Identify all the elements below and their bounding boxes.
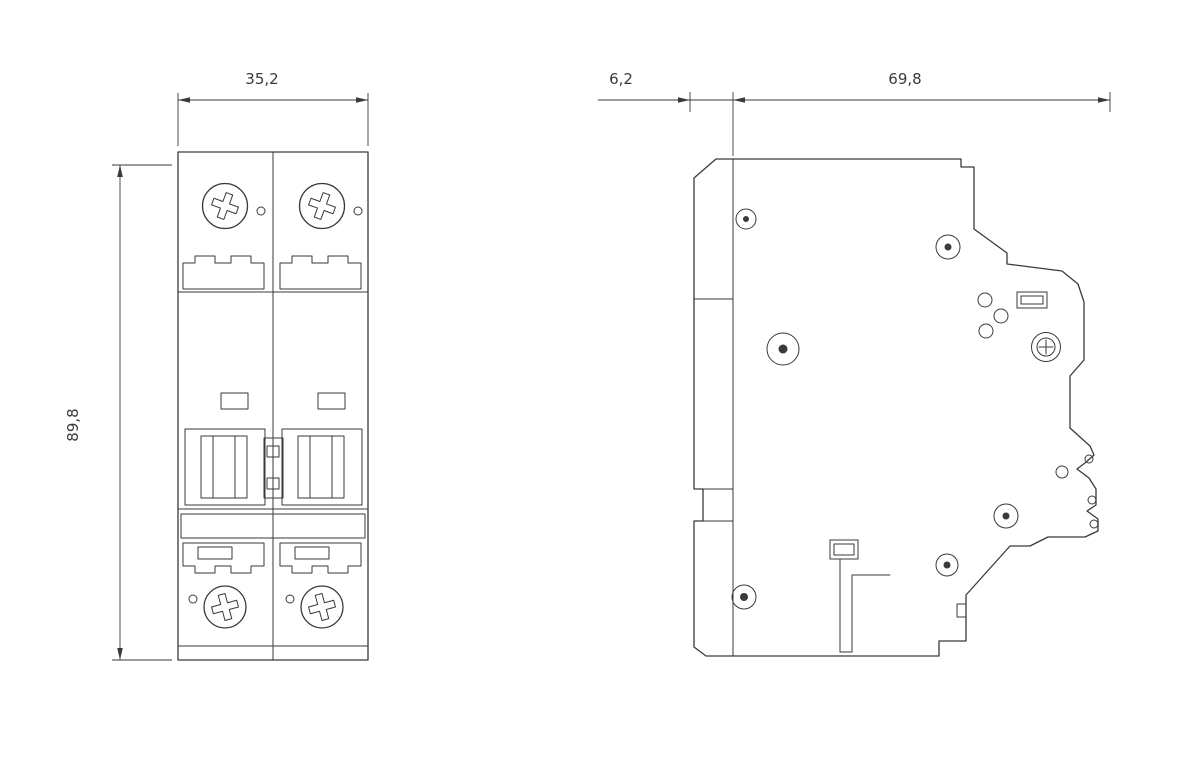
latch-pin-hole <box>1055 465 1069 479</box>
label-window-right <box>317 392 346 410</box>
side-offset-dimension: 6,2 <box>598 70 734 156</box>
vent-hole <box>977 292 993 308</box>
label-window-left <box>220 392 249 410</box>
clip-window-inner <box>833 543 855 556</box>
pivot-top-right <box>935 234 961 260</box>
depth-dimension-label: 69,8 <box>888 70 921 88</box>
clip-window <box>829 539 859 560</box>
din-latch-hooks <box>1084 454 1099 529</box>
terminal-block-bottom-right <box>279 542 362 574</box>
screw-outer-circle <box>1031 332 1061 362</box>
screw-inner-circle <box>1036 337 1056 357</box>
toggle-lever <box>297 435 345 499</box>
pivot-circle <box>731 584 757 610</box>
screw-terminal-top-left <box>201 182 266 230</box>
toggle-frame <box>281 428 363 506</box>
screw-terminal-bottom-left <box>188 585 247 629</box>
latch-hook-circle <box>1084 454 1094 464</box>
screw-head-circle <box>203 585 247 629</box>
screw-terminal-bottom-right <box>285 585 344 629</box>
vent-hole <box>978 323 994 339</box>
pivot-center <box>778 344 788 354</box>
toggle-handle-right <box>281 428 363 506</box>
front-width-dimension: 35,2 <box>177 70 369 146</box>
toggle-lever <box>200 435 248 499</box>
offset-dimension-label: 6,2 <box>609 70 633 88</box>
front-view <box>177 151 369 661</box>
plate-outline <box>1016 291 1048 309</box>
terminal-slot-left <box>197 546 233 560</box>
pivot-mid-left <box>766 332 800 366</box>
phillips-cross-icon <box>211 593 239 621</box>
arrowhead-left-icon <box>178 97 190 103</box>
front-height-dimension: 89,8 <box>64 164 172 661</box>
arrowhead-down-icon <box>117 648 123 660</box>
phillips-cross-icon <box>211 192 239 220</box>
arrowhead-up-icon <box>117 165 123 177</box>
screw-head-circle <box>298 182 346 230</box>
pilot-hole <box>188 594 198 604</box>
pivot-circle <box>935 553 959 577</box>
pivot-center <box>1002 512 1010 520</box>
handle-tie-bar <box>263 437 284 499</box>
toggle-frame <box>184 428 266 506</box>
screw-head-circle <box>201 182 249 230</box>
pivot-center <box>943 561 951 569</box>
pivot-circle <box>935 234 961 260</box>
screw-head-circle <box>300 585 344 629</box>
pivot-circle <box>735 208 757 230</box>
pivot-top-left <box>735 208 757 230</box>
vent-hole <box>993 308 1009 324</box>
side-profile-outline <box>693 158 1099 657</box>
din-band <box>180 513 366 539</box>
din-clip-release <box>829 539 891 653</box>
pivot-lower-right <box>993 503 1019 529</box>
pivot-center <box>944 243 952 251</box>
terminal-block-top-right <box>279 255 362 290</box>
toggle-handle-left <box>184 428 266 506</box>
pivot-bottom-left <box>731 584 757 610</box>
plate-inner <box>1020 295 1044 305</box>
pivot-bottom-mid <box>935 553 959 577</box>
screw-terminal-top-right <box>298 182 363 230</box>
arrowhead-right-icon <box>678 97 690 103</box>
pivot-center <box>740 593 748 601</box>
height-dimension-label: 89,8 <box>64 408 82 441</box>
pilot-hole <box>353 206 363 216</box>
terminal-slot-right <box>294 546 330 560</box>
tie-bar-outline <box>263 437 284 499</box>
terminal-block-bottom-left <box>182 542 265 574</box>
terminal-screw-side <box>1031 332 1061 362</box>
pivot-circle <box>993 503 1019 529</box>
arrowhead-right-icon <box>356 97 368 103</box>
rating-plate <box>1016 291 1048 309</box>
vent-hole-cluster <box>977 292 1009 339</box>
pivot-circle <box>766 332 800 366</box>
side-depth-dimension: 69,8 <box>733 70 1111 112</box>
tie-bar-pin <box>266 477 280 490</box>
side-view <box>693 158 1099 657</box>
phillips-cross-icon <box>308 593 336 621</box>
terminal-block-top-left <box>182 255 265 290</box>
rear-tab <box>956 603 967 618</box>
phillips-cross-icon <box>308 192 336 220</box>
pilot-hole <box>285 594 295 604</box>
pilot-hole <box>256 206 266 216</box>
latch-hook-circle <box>1089 519 1099 529</box>
pivot-center <box>743 216 749 222</box>
latch-hook-circle <box>1087 495 1097 505</box>
tie-bar-pin <box>266 445 280 458</box>
arrowhead-left-icon <box>733 97 745 103</box>
width-dimension-label: 35,2 <box>245 70 278 88</box>
arrowhead-right-icon <box>1098 97 1110 103</box>
